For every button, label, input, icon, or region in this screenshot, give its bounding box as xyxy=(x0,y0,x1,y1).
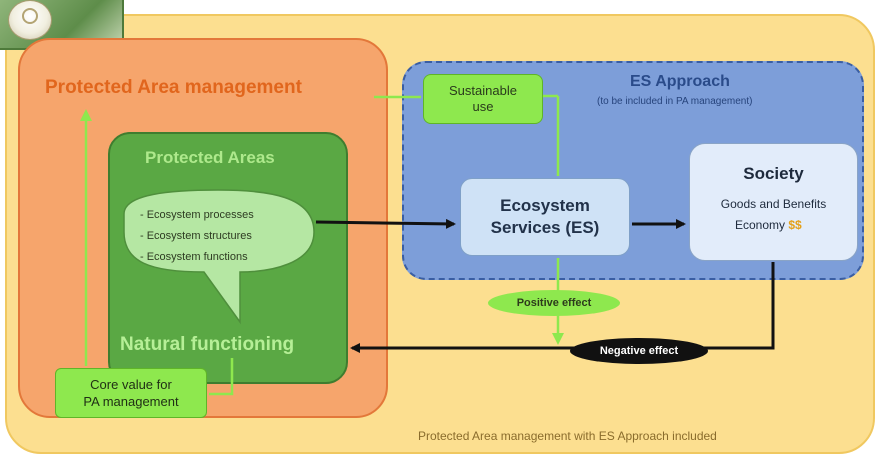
positive-effect-badge: Positive effect xyxy=(488,290,620,316)
bubble-item: - Ecosystem functions xyxy=(140,251,248,263)
ecosystem-services-box: Ecosystem Services (ES) xyxy=(460,178,630,256)
sustainable-use-line1: Sustainable xyxy=(449,83,517,98)
es-approach-subtitle: (to be included in PA management) xyxy=(597,96,753,107)
society-goods: Goods and Benefits xyxy=(720,197,827,211)
society-economy-label: Economy xyxy=(735,218,786,232)
society-box xyxy=(689,143,858,261)
sustainable-use-line2: use xyxy=(472,99,494,114)
speech-bubble-shape xyxy=(123,189,315,325)
es-approach-title: ES Approach xyxy=(630,73,730,90)
bubble-item: - Ecosystem structures xyxy=(140,230,252,242)
ecosystem-services-line2: Services (ES) xyxy=(490,218,600,237)
ecosystem-services-line1: Ecosystem xyxy=(500,196,590,215)
bubble-item: - Ecosystem processes xyxy=(140,209,254,221)
money-symbol: $$ xyxy=(788,218,802,232)
natural-functioning-label: Natural functioning xyxy=(120,334,295,355)
sustainable-use-box: Sustainable use xyxy=(423,74,543,124)
pa-management-title: Protected Area management xyxy=(45,77,302,98)
protected-areas-title: Protected Areas xyxy=(145,148,275,167)
society-title: Society xyxy=(743,164,804,183)
core-value-box: Core value for PA management xyxy=(55,368,207,418)
core-value-line2: PA management xyxy=(83,394,179,409)
core-value-line1: Core value for xyxy=(90,377,172,392)
society-economy: Economy $$ xyxy=(735,218,802,232)
outer-caption: Protected Area management with ES Approa… xyxy=(418,429,717,443)
negative-effect-badge: Negative effect xyxy=(570,338,708,364)
logo-mark xyxy=(22,8,38,24)
